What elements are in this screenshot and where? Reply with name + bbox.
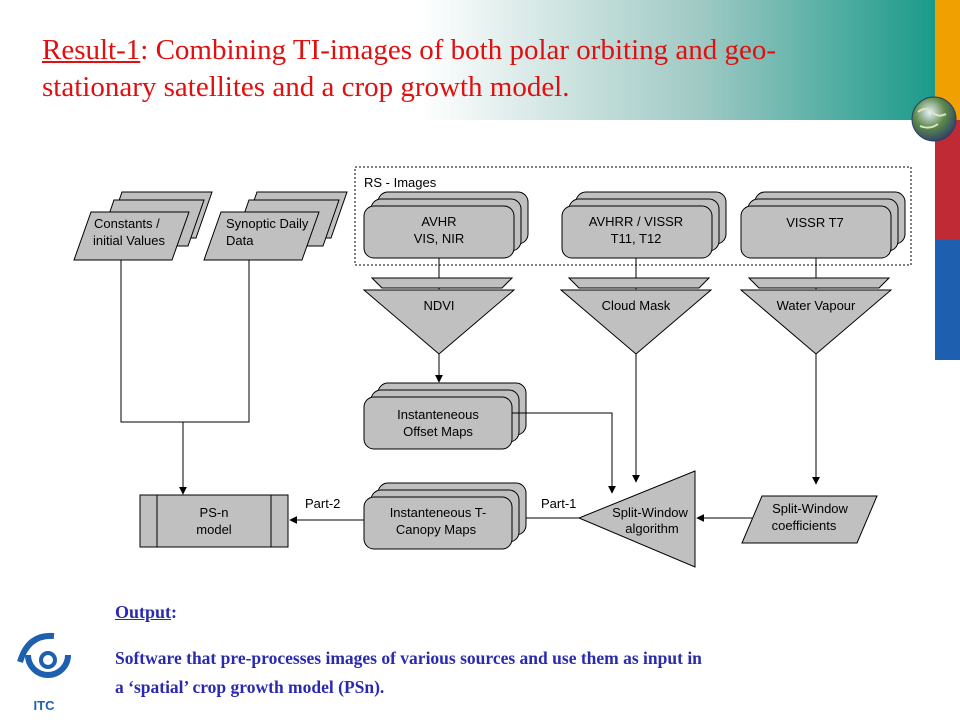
slide-title: Result-1: Combining TI-images of both po… [42, 32, 902, 106]
vissr-t7-line1: VISSR T7 [786, 215, 844, 230]
part1-label: Part-1 [541, 496, 576, 511]
tcanopy-maps-stack: Instanteneous T- Canopy Maps [363, 482, 527, 550]
constants-input: Constants / initial Values [73, 191, 213, 261]
output-line1: Software that pre-processes images of va… [115, 648, 702, 668]
vissr-t7-image-stack: VISSR T7 [740, 191, 906, 259]
title-line2: stationary satellites and a crop growth … [42, 71, 570, 103]
constants-line1: Constants / [94, 216, 160, 231]
avhr-line2: VIS, NIR [414, 231, 465, 246]
psn-line1: PS-n [200, 505, 229, 520]
output-line2: a ‘spatial’ crop growth model (PSn). [115, 677, 385, 697]
avhr-image-stack: AVHR VIS, NIR [363, 191, 529, 259]
arrow-offset-splitwindow [512, 412, 616, 494]
rs-images-label: RS - Images [364, 175, 437, 190]
globe-icon [911, 96, 957, 142]
split-window-coefficients: Split-Window coefficients [741, 495, 878, 544]
output-heading-colon: : [171, 602, 178, 622]
psn-model: PS-n model [139, 494, 289, 548]
cloud-mask-label: Cloud Mask [602, 298, 671, 313]
synoptic-line2: Data [226, 233, 254, 248]
coefficients-line2: coefficients [772, 518, 837, 533]
split-window-line2: algorithm [625, 521, 678, 536]
ndvi-process: NDVI [362, 277, 516, 355]
cloud-mask-process: Cloud Mask [559, 277, 713, 355]
header-band [0, 0, 935, 120]
avhrr-vissr-image-stack: AVHRR / VISSR T11, T12 [561, 191, 727, 259]
title-prefix: Result-1 [42, 34, 141, 66]
title-rest-line1: : Combining TI-images of both polar orbi… [140, 34, 777, 66]
itc-logo: ITC [17, 632, 71, 713]
logo-text: ITC [34, 698, 56, 713]
output-heading-text: Output [115, 602, 172, 622]
split-window-algorithm: Split-Window algorithm [577, 470, 696, 568]
avhrr-vissr-line1: AVHRR / VISSR [589, 214, 683, 229]
synoptic-input: Synoptic Daily Data [203, 191, 348, 261]
coefficients-line1: Split-Window [772, 501, 848, 516]
output-description: Software that pre-processes images of va… [115, 644, 935, 702]
accent-bar-blue [935, 240, 960, 360]
water-vapour-label: Water Vapour [777, 298, 856, 313]
offset-maps-stack: Instanteneous Offset Maps [363, 382, 527, 450]
line-constants-join [120, 260, 250, 423]
part2-label: Part-2 [305, 496, 340, 511]
water-vapour-process: Water Vapour [739, 277, 893, 355]
split-window-line1: Split-Window [612, 505, 688, 520]
constants-line2: initial Values [93, 233, 166, 248]
ndvi-label: NDVI [423, 298, 454, 313]
offset-line1: Instanteneous [397, 407, 479, 422]
tcanopy-line1: Instanteneous T- [390, 505, 487, 520]
psn-line2: model [196, 522, 232, 537]
offset-line2: Offset Maps [403, 424, 473, 439]
avhrr-vissr-line2: T11, T12 [611, 231, 662, 246]
tcanopy-line2: Canopy Maps [396, 522, 477, 537]
synoptic-line1: Synoptic Daily [226, 216, 309, 231]
output-heading: Output: [115, 602, 177, 623]
avhr-line1: AVHR [421, 214, 456, 229]
rs-images-group [354, 166, 912, 266]
